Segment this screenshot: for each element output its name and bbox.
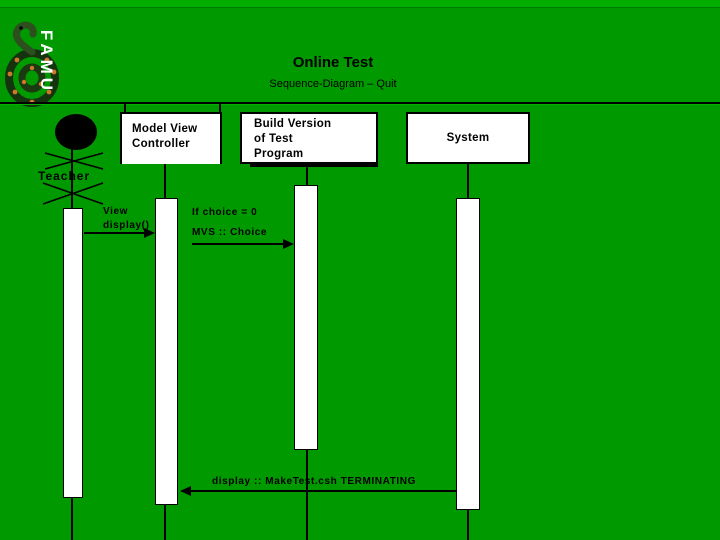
- teacher-actor-legs-icon: [42, 182, 104, 205]
- message-mvs-choice-label: MVS :: Choice: [192, 227, 268, 238]
- teacher-label: Teacher: [38, 169, 91, 183]
- mvc-activation-bar: [155, 198, 178, 505]
- object-box-build: Build Version of Test Program: [240, 112, 378, 164]
- build-activation-bar: [294, 185, 318, 450]
- slide-subtitle: Sequence-Diagram – Quit: [269, 78, 397, 90]
- object-box-mvc: Model View Controller: [120, 112, 222, 164]
- slide-top-edge: [0, 0, 720, 8]
- teacher-lifeline-bottom: [71, 497, 73, 540]
- build-lifeline-top: [306, 164, 308, 186]
- message-mvs-choice-arrowhead-icon: [283, 239, 294, 249]
- teacher-activation-bar: [63, 208, 83, 498]
- message-terminating-line: [191, 490, 457, 492]
- header-separator-line: [0, 102, 720, 104]
- object-box-system: System: [406, 112, 530, 164]
- message-terminating-arrowhead-icon: [180, 486, 191, 496]
- teacher-lifeline-top: [71, 148, 73, 208]
- teacher-actor-arms-icon: [44, 152, 104, 170]
- system-activation-bar: [456, 198, 480, 510]
- message-view-display-label: View display(): [103, 206, 150, 231]
- message-mvs-choice-line: [192, 243, 283, 245]
- build-lifeline-bottom: [306, 449, 308, 540]
- message-view-display-arrowhead-icon: [144, 228, 155, 238]
- object-label-mvc: Model View Controller: [132, 123, 198, 150]
- box-build-shadow: [250, 164, 378, 167]
- message-view-display-line: [84, 232, 145, 234]
- system-lifeline-top: [467, 164, 469, 199]
- box-mvc-left-tick: [124, 104, 126, 114]
- teacher-actor-head: [55, 114, 97, 150]
- mvc-lifeline-bottom: [164, 504, 166, 540]
- slide-title: Online Test: [292, 54, 374, 71]
- message-if-choice-label: If choice = 0: [192, 207, 258, 218]
- object-label-build: Build Version of Test Program: [254, 118, 332, 160]
- object-label-system: System: [446, 131, 490, 144]
- header-separator-highlight: [0, 104, 720, 105]
- system-lifeline-bottom: [467, 509, 469, 540]
- box-mvc-right-tick: [219, 104, 221, 114]
- mvc-lifeline-top: [164, 164, 166, 199]
- message-terminating-label: display :: MakeTest.csh TERMINATING: [212, 476, 416, 487]
